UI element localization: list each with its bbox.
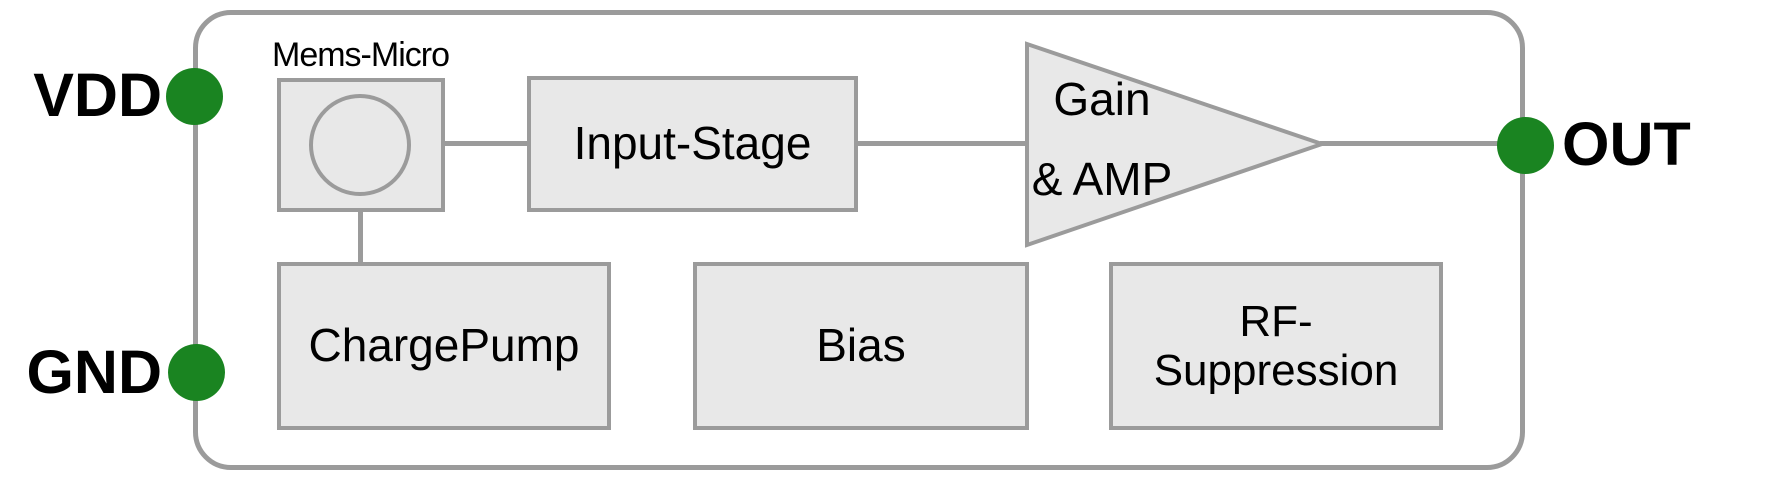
amp-label-line2: & AMP (1031, 153, 1173, 205)
mems-micro-label: Mems-Micro (272, 36, 450, 74)
amplifier-triangle-shape (1025, 41, 1327, 248)
out-pin-label: OUT (1562, 110, 1691, 178)
gnd-pin (168, 344, 225, 401)
wire-mems-to-input-stage (445, 141, 529, 146)
input-stage-label: Input-Stage (573, 117, 812, 170)
wire-input-stage-to-amp (858, 141, 1027, 146)
bias-label: Bias (816, 319, 906, 372)
rf-suppression-label-line1: RF- (1239, 296, 1313, 346)
out-pin (1497, 117, 1554, 174)
rf-suppression-label-line2: Suppression (1153, 346, 1399, 395)
mems-membrane-icon (309, 94, 411, 196)
wire-mems-to-chargepump (358, 210, 363, 264)
vdd-pin-label: VDD (33, 61, 162, 129)
input-stage-block: Input-Stage (527, 76, 858, 212)
charge-pump-label: ChargePump (308, 319, 580, 372)
vdd-pin (166, 68, 223, 125)
wire-amp-to-out-pin (1320, 141, 1520, 146)
amplifier-triangle (1025, 41, 1327, 248)
rf-suppression-label: RF- Suppression (1154, 297, 1399, 396)
rf-suppression-block: RF- Suppression (1109, 262, 1443, 430)
gnd-pin-label: GND (26, 338, 162, 406)
amp-label-line1: Gain (1053, 73, 1151, 125)
bias-block: Bias (693, 262, 1029, 430)
chip-outline (193, 10, 1525, 470)
charge-pump-block: ChargePump (277, 262, 611, 430)
